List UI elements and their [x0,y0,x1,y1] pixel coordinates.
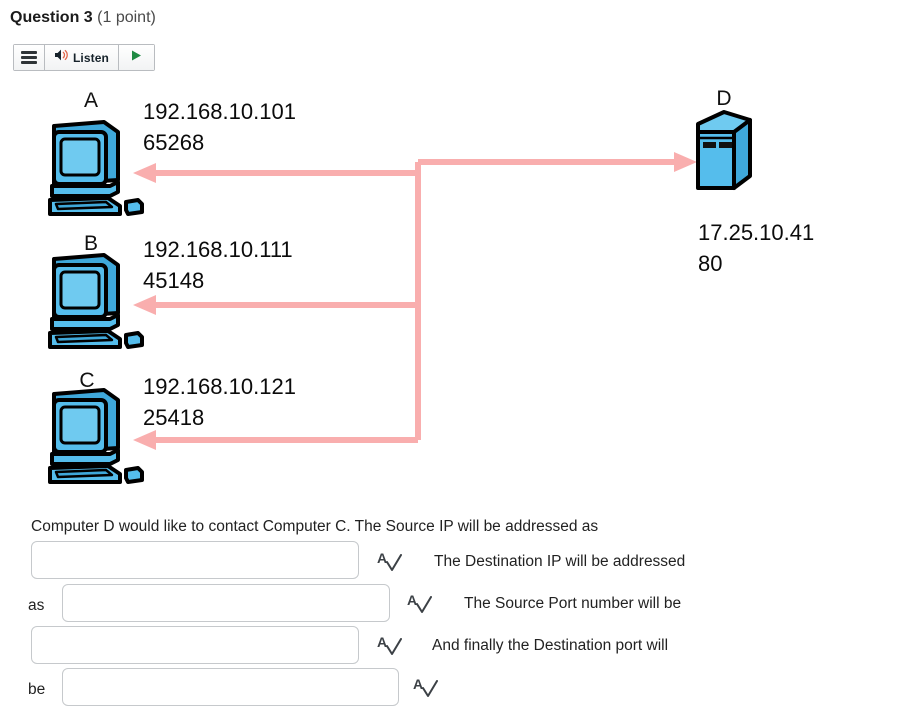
listen-toolbar: Listen [13,44,155,71]
node-ip-c: 192.168.10.121 [143,374,296,399]
arrowhead-d [674,152,697,172]
connector-word-be: be [28,681,46,698]
source-port-field[interactable] [31,626,359,664]
svg-text:A: A [407,592,417,608]
listen-button[interactable]: Listen [45,45,119,70]
destination-port-field[interactable] [62,668,399,706]
question-segment-3: The Source Port number will be [464,595,682,612]
play-button[interactable] [118,45,154,70]
speaker-icon [54,48,69,67]
spellcheck-icon-4: A [412,675,438,701]
node-port-c: 25418 [143,405,205,430]
node-ip-d: 17.25.10.41 [698,220,815,245]
menu-button[interactable] [14,45,45,70]
question-label: Question 3 [10,9,93,26]
network-diagram: A B C D 192.168.10.101 65268 192.168.10.… [0,80,910,490]
spellcheck-icon-2: A [406,591,432,617]
node-label-d: D [716,87,732,110]
page-title: Question 3 (1 point) [10,9,156,27]
listen-label: Listen [73,50,109,65]
question-segment-2: The Destination IP will be addressed [434,553,686,570]
arrowhead-a [133,163,156,183]
hamburger-icon [21,51,37,64]
destination-ip-field[interactable] [62,584,390,622]
arrowhead-b [133,295,156,315]
connector-lines [152,159,678,443]
arrowheads [133,152,697,450]
arrowhead-c [133,430,156,450]
spellcheck-icon-3: A [376,633,402,659]
node-label-c: C [79,369,95,392]
node-label-b: B [83,232,98,255]
node-ip-b: 192.168.10.111 [143,237,293,262]
diagram-canvas [48,110,752,484]
question-points: (1 point) [97,9,156,26]
node-port-d: 80 [698,251,723,276]
svg-text:A: A [413,676,423,692]
server-tower-icon-d [696,110,752,190]
question-prompt: Computer D would like to contact Compute… [31,518,599,535]
node-port-b: 45148 [143,268,205,293]
desktop-computer-icon-a [48,120,144,216]
desktop-computer-icon-c [48,388,144,484]
desktop-computer-icon-b [48,253,144,349]
node-label-a: A [83,89,98,112]
node-ip-a: 192.168.10.101 [143,99,296,124]
source-ip-field[interactable] [31,541,359,579]
spellcheck-icon-1: A [376,549,402,575]
svg-text:A: A [377,550,387,566]
node-port-a: 65268 [143,130,205,155]
play-triangle-icon [130,49,143,67]
connector-word-as: as [28,597,45,614]
svg-text:A: A [377,634,387,650]
question-segment-4: And finally the Destination port will [432,637,669,654]
